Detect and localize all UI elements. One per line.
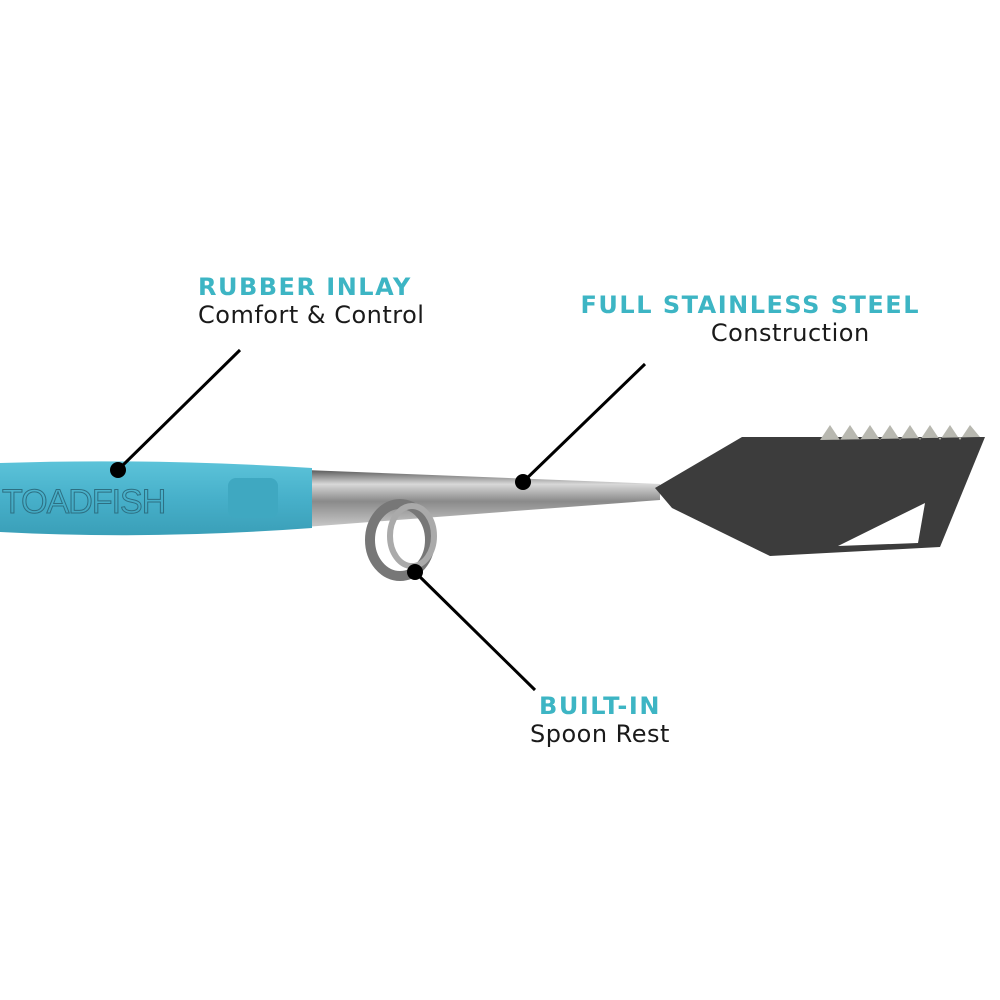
callout-subtitle: Comfort & Control xyxy=(198,301,425,329)
callout-stainless-steel: FULL STAINLESS STEEL Construction xyxy=(581,291,920,347)
steel-shaft xyxy=(305,470,660,527)
scraper-cutout xyxy=(838,503,925,546)
callout-dot-rubber xyxy=(110,462,126,478)
callout-title: RUBBER INLAY xyxy=(198,273,412,301)
spatula-head xyxy=(655,437,985,556)
callout-line-rest xyxy=(413,570,537,692)
serrated-edge xyxy=(820,425,980,440)
callout-title: FULL STAINLESS STEEL xyxy=(580,291,920,319)
handle-inlay xyxy=(228,478,278,518)
callout-rubber-inlay: RUBBER INLAY Comfort & Control xyxy=(198,273,424,329)
callout-spoon-rest: BUILT-IN Spoon Rest xyxy=(530,692,670,748)
callout-subtitle: Spoon Rest xyxy=(530,720,670,748)
callout-dot-rest xyxy=(407,564,423,580)
callout-line-steel xyxy=(521,362,647,484)
brand-logo: TOADFISH xyxy=(2,483,165,521)
callout-line-rubber xyxy=(116,348,242,472)
callout-subtitle: Construction xyxy=(710,319,870,347)
spoon-rest-ring xyxy=(365,499,435,581)
callout-dot-steel xyxy=(515,474,531,490)
callout-title: BUILT-IN xyxy=(539,692,661,720)
